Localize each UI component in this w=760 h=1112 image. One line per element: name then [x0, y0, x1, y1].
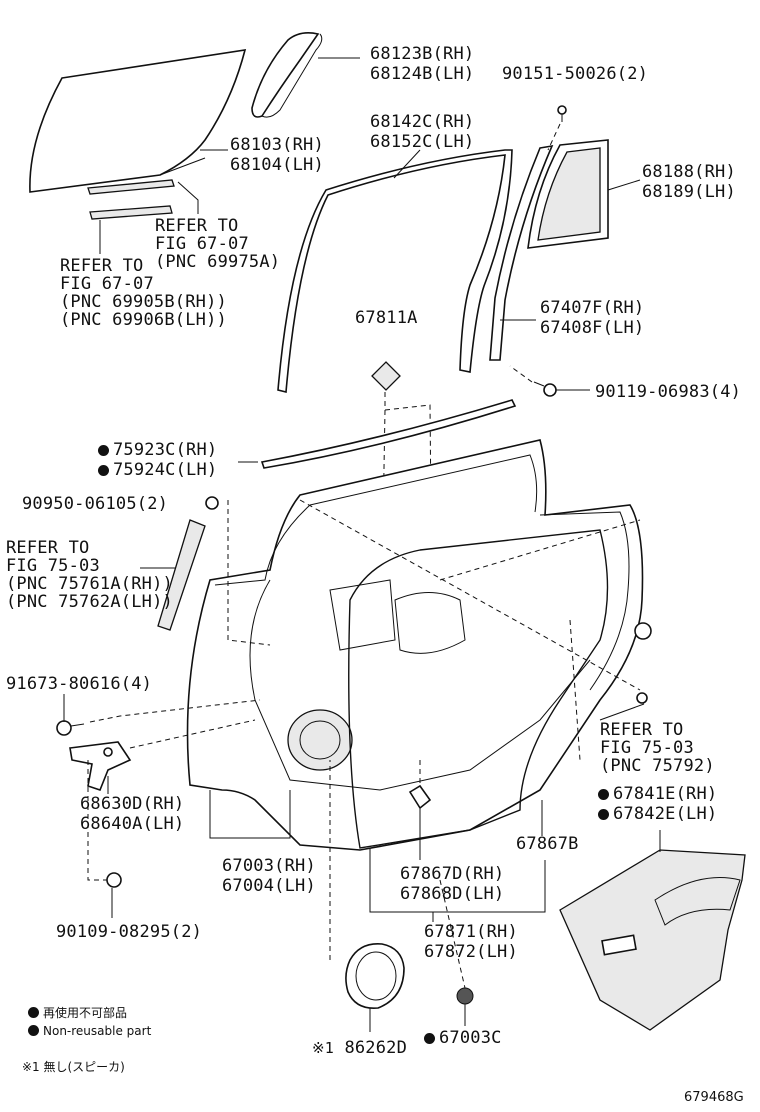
figure-id: 679468G	[684, 1090, 744, 1105]
ref-fig-67-07-b-line2: FIG 67-07	[60, 274, 154, 294]
legend-note: ※1 無し(スピーカ)	[22, 1060, 125, 1074]
label-67841e: 67841E(RH)	[598, 784, 717, 804]
ref-fig-67-07-a-line2: FIG 67-07	[155, 234, 249, 254]
ref-fig-75-03-b-line1: REFER TO	[600, 720, 684, 740]
label-67003c: 67003C	[424, 1028, 502, 1048]
label-90119: 90119-06983(4)	[595, 382, 742, 402]
legend-dot	[28, 1007, 39, 1018]
label-67867d: 67867D(RH)	[400, 864, 505, 884]
clip-67003c	[456, 987, 474, 1005]
label-67408f: 67408F(LH)	[540, 318, 645, 338]
speaker-86262d	[345, 943, 405, 1009]
label-68124b: 68124B(LH)	[370, 64, 475, 84]
bolt-91673	[56, 720, 85, 736]
door-trim-panel	[559, 849, 746, 1031]
clip-90950	[205, 496, 219, 510]
service-hole-mid	[394, 592, 466, 654]
label-68103: 68103(RH)	[230, 135, 324, 155]
glass-channel-lower	[89, 205, 173, 220]
legend-jp: 再使用不可部品	[28, 1004, 127, 1021]
edge-garnish	[157, 519, 206, 631]
label-68188: 68188(RH)	[642, 162, 736, 182]
label-68142c: 68142C(RH)	[370, 112, 475, 132]
label-86262d: ※1 86262D	[312, 1038, 408, 1058]
label-68189: 68189(LH)	[642, 182, 736, 202]
label-68640a: 68640A(LH)	[80, 814, 185, 834]
label-67004: 67004(LH)	[222, 876, 316, 896]
ref-fig-67-07-a-line3: (PNC 69975A)	[155, 252, 281, 272]
label-75924c: 75924C(LH)	[98, 460, 217, 480]
ref-fig-75-03-a-line1: REFER TO	[6, 538, 90, 558]
label-67872: 67872(LH)	[424, 942, 518, 962]
ref-fig-75-03-a-line2: FIG 75-03	[6, 556, 100, 576]
screw-90151	[557, 105, 567, 122]
label-67871: 67871(RH)	[424, 922, 518, 942]
run-channel	[277, 149, 513, 394]
quarter-glass	[251, 32, 320, 118]
ref-fig-67-07-b-line1: REFER TO	[60, 256, 144, 276]
label-67867b: 67867B	[516, 834, 579, 854]
ref-fig-67-07-b-line4: (PNC 69906B(LH))	[60, 310, 227, 330]
non-reusable-dot	[98, 445, 109, 456]
ref-fig-75-03-a-line3: (PNC 75761A(RH))	[6, 574, 173, 594]
label-90109: 90109-08295(2)	[56, 922, 203, 942]
belt-moulding	[260, 399, 517, 469]
label-68630d: 68630D(RH)	[80, 794, 185, 814]
label-68104: 68104(LH)	[230, 155, 324, 175]
service-hole-upper	[329, 579, 396, 651]
door-weatherstrip	[348, 529, 609, 849]
ref-fig-67-07-b-line3: (PNC 69905B(RH))	[60, 292, 227, 312]
label-91673: 91673-80616(4)	[6, 674, 153, 694]
ref-fig-67-07-a-line1: REFER TO	[155, 216, 239, 236]
label-90950: 90950-06105(2)	[22, 494, 169, 514]
label-67003: 67003(RH)	[222, 856, 316, 876]
label-67407f: 67407F(RH)	[540, 298, 645, 318]
legend-en: Non-reusable part	[28, 1024, 151, 1038]
glass-channel-upper	[87, 179, 175, 195]
screw-90119	[533, 381, 557, 397]
speaker-opening	[287, 709, 353, 771]
non-reusable-dot	[598, 789, 609, 800]
ref-fig-75-03-a-line4: (PNC 75762A(LH))	[6, 592, 173, 612]
label-75923c: 75923C(RH)	[98, 440, 217, 460]
non-reusable-dot	[98, 465, 109, 476]
clip-67867d	[408, 784, 432, 820]
screw-90109	[106, 872, 122, 888]
label-67842e: 67842E(LH)	[598, 804, 717, 824]
door-hinge	[69, 741, 132, 791]
door-glass	[29, 49, 247, 193]
label-68152c: 68152C(LH)	[370, 132, 475, 152]
ref-fig-75-03-b-line2: FIG 75-03	[600, 738, 694, 758]
non-reusable-dot	[424, 1033, 435, 1044]
label-90151: 90151-50026(2)	[502, 64, 649, 84]
ref-fig-75-03-b-line3: (PNC 75792)	[600, 756, 715, 776]
grommet-right	[634, 622, 652, 640]
division-bar	[489, 144, 554, 361]
label-68123b: 68123B(RH)	[370, 44, 475, 64]
patch-67811a	[371, 361, 401, 391]
label-67811a: 67811A	[355, 308, 418, 328]
legend-dot	[28, 1025, 39, 1036]
non-reusable-dot	[598, 809, 609, 820]
label-67868d: 67868D(LH)	[400, 884, 505, 904]
